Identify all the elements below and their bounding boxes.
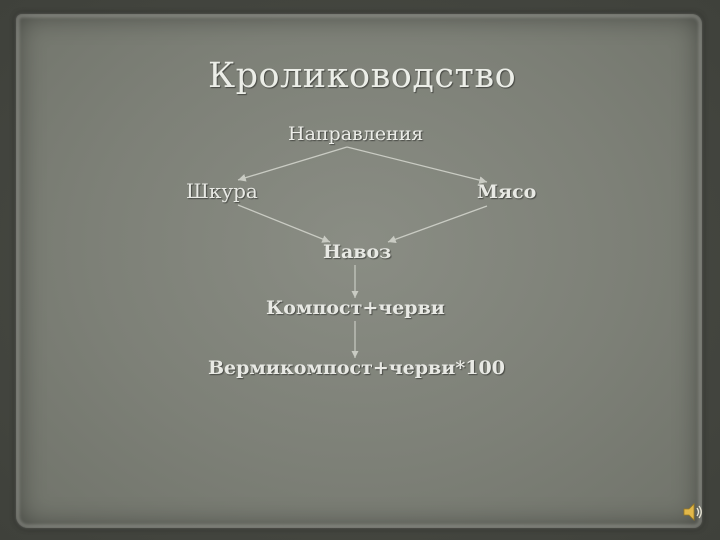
connector-skin-manure (237, 204, 331, 243)
connector-directions-skin (237, 146, 348, 182)
node-meat: Мясо (477, 181, 537, 203)
connector-meat-manure (387, 205, 488, 243)
slide-panel (16, 14, 702, 528)
node-vermicompost: Вермикомпост+черви*100 (208, 357, 505, 379)
node-manure: Навоз (323, 241, 392, 263)
connector-directions-meat (346, 146, 488, 184)
speaker-icon[interactable] (682, 501, 704, 523)
node-directions: Направления (288, 123, 424, 145)
node-skin: Шкура (186, 179, 258, 203)
node-compost: Компост+черви (266, 297, 445, 319)
slide-title: Кролиководство (208, 56, 517, 96)
